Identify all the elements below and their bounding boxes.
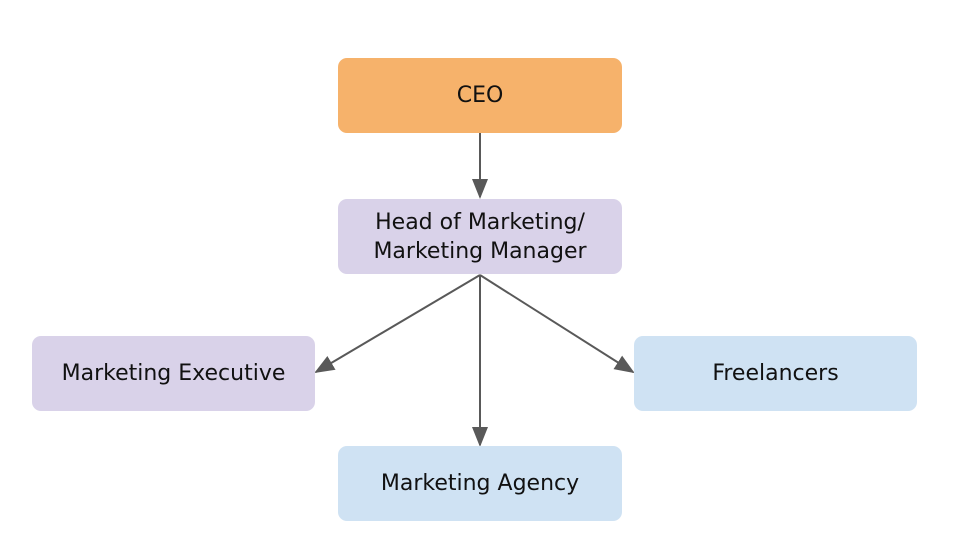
node-ceo-label: CEO [456, 83, 504, 108]
node-marketing-agency: Marketing Agency [338, 446, 622, 521]
node-exec-label: Marketing Executive [61, 361, 286, 386]
node-head-of-marketing: Head of Marketing/Marketing Manager [338, 199, 622, 274]
arrow-head-freelancers [479, 274, 635, 374]
node-free-label: Freelancers [712, 361, 839, 386]
node-freelancers: Freelancers [634, 336, 917, 411]
node-marketing-executive: Marketing Executive [32, 336, 315, 411]
node-head-label-1: Head of Marketing/ [375, 209, 585, 235]
node-head-label-2: Marketing Manager [373, 238, 587, 264]
node-agency-label: Marketing Agency [380, 471, 580, 496]
node-ceo: CEO [338, 58, 622, 133]
arrow-head-exec [314, 274, 481, 374]
